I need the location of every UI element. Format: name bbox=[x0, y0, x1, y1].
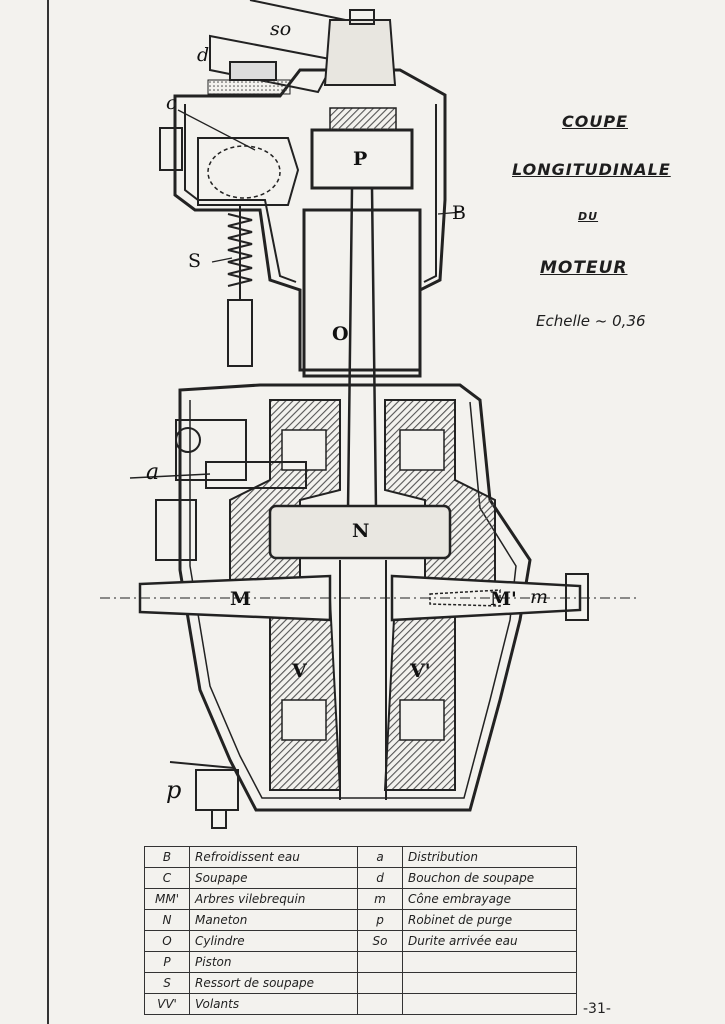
label-crank-pin: N bbox=[352, 520, 370, 542]
label-crankshaft-right: M' bbox=[490, 588, 517, 610]
legend-row: VV'Volants bbox=[144, 993, 577, 1015]
legend-desc: Piston bbox=[189, 951, 358, 973]
legend-code: B bbox=[144, 846, 190, 868]
label-a: a bbox=[146, 460, 160, 485]
label-cylinder: O bbox=[332, 323, 349, 345]
valve-chamber bbox=[197, 137, 300, 206]
legend-code: N bbox=[144, 909, 190, 931]
legend-code: C bbox=[144, 867, 190, 889]
legend-desc2: Durite arrivée eau bbox=[402, 930, 577, 952]
label-flywheel-left: V bbox=[292, 660, 307, 682]
label-piston: P bbox=[353, 148, 368, 170]
valve-cap bbox=[323, 19, 397, 86]
legend-desc: Ressort de soupape bbox=[189, 972, 358, 994]
legend-desc: Refroidissent eau bbox=[189, 846, 358, 868]
legend-code2 bbox=[357, 993, 403, 1015]
clutch-cone-nut bbox=[565, 573, 589, 621]
margin-line bbox=[47, 0, 49, 1024]
label-clutch: m bbox=[530, 586, 549, 608]
legend-code2: a bbox=[357, 846, 403, 868]
legend-code2: p bbox=[357, 909, 403, 931]
label-flywheel-right: V' bbox=[410, 660, 431, 682]
legend-code: MM' bbox=[144, 888, 190, 910]
legend-code: S bbox=[144, 972, 190, 994]
legend-desc: Soupape bbox=[189, 867, 358, 889]
title-line-2: LONGITUDINALE bbox=[512, 160, 671, 179]
legend-desc2 bbox=[402, 951, 577, 973]
legend-desc: Arbres vilebrequin bbox=[189, 888, 358, 910]
legend-desc2: Robinet de purge bbox=[402, 909, 577, 931]
water-hose bbox=[209, 34, 337, 94]
legend-desc: Cylindre bbox=[189, 930, 358, 952]
title-line-3: DU bbox=[578, 210, 599, 223]
label-d: d bbox=[197, 44, 210, 66]
crankcase bbox=[178, 383, 532, 812]
legend-desc2: Distribution bbox=[402, 846, 577, 868]
label-so: so bbox=[270, 18, 292, 40]
title-line-4: MOTEUR bbox=[540, 258, 628, 278]
label-spring: S bbox=[188, 250, 202, 272]
title-line-1: COUPE bbox=[562, 112, 628, 131]
legend-desc2: Bouchon de soupape bbox=[402, 867, 577, 889]
legend-code2: d bbox=[357, 867, 403, 889]
legend-code2: m bbox=[357, 888, 403, 910]
legend-desc: Volants bbox=[189, 993, 358, 1015]
legend-desc2 bbox=[402, 972, 577, 994]
valve-plug bbox=[229, 61, 277, 81]
timing-gear bbox=[155, 419, 307, 561]
legend-desc2: Cône embrayage bbox=[402, 888, 577, 910]
legend-code: O bbox=[144, 930, 190, 952]
water-jacket bbox=[173, 68, 447, 372]
valve-spring bbox=[227, 205, 253, 367]
cylinder bbox=[302, 208, 422, 378]
crank-pin bbox=[268, 504, 452, 560]
scale-note: Echelle ~ 0,36 bbox=[536, 312, 646, 330]
page-number: -31- bbox=[583, 1001, 611, 1017]
legend-code2: So bbox=[357, 930, 403, 952]
label-jacket: B bbox=[452, 202, 466, 224]
legend-code: VV' bbox=[144, 993, 190, 1015]
legend-code2 bbox=[357, 972, 403, 994]
legend-desc2 bbox=[402, 993, 577, 1015]
legend-desc: Maneton bbox=[189, 909, 358, 931]
connecting-rod bbox=[346, 186, 378, 512]
label-drain: p bbox=[166, 776, 182, 804]
label-c: c bbox=[166, 92, 177, 114]
drain-tap bbox=[169, 761, 239, 829]
label-crankshaft-left: M bbox=[230, 588, 252, 610]
legend-code2 bbox=[357, 951, 403, 973]
legend-code: P bbox=[144, 951, 190, 973]
